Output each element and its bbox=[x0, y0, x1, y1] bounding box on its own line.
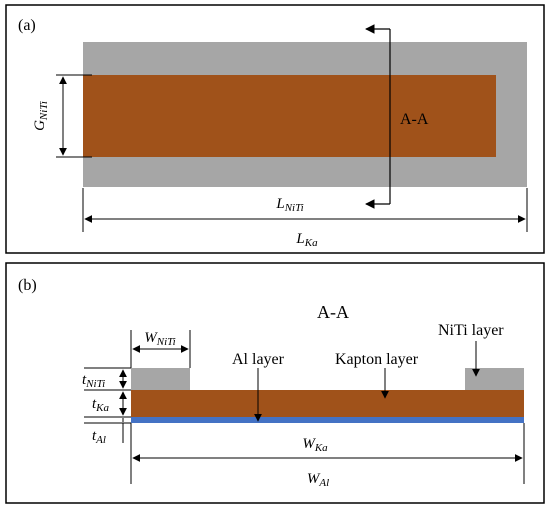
w-nit-label: WNiTi bbox=[144, 330, 175, 348]
panel-b-frame bbox=[5, 262, 545, 504]
panel-b: (b) A-A WNiTi tNiTi tKa tAl Al layer Kap… bbox=[0, 258, 550, 507]
kapton-layer bbox=[131, 390, 524, 417]
panel-b-title: A-A bbox=[317, 302, 349, 322]
niti-layer-label: NiTi layer bbox=[438, 322, 504, 339]
g-nit-label: GNiTi bbox=[32, 101, 50, 131]
panel-a: (a) GNiTi A-A LNiTi LKa bbox=[5, 4, 545, 254]
kapton-strip bbox=[83, 75, 496, 157]
t-ka-label: tKa bbox=[92, 396, 110, 414]
l-nit-label: LNiTi bbox=[275, 196, 303, 214]
l-ka-label: LKa bbox=[295, 231, 318, 249]
panel-b-tag: (b) bbox=[18, 277, 37, 294]
w-ka-label: WKa bbox=[302, 436, 328, 454]
kapton-layer-label: Kapton layer bbox=[335, 351, 419, 368]
panel-a-frame bbox=[5, 4, 545, 254]
t-al-label: tAl bbox=[92, 428, 106, 446]
section-label: A-A bbox=[400, 111, 429, 128]
panel-b-diagram: (b) A-A WNiTi tNiTi tKa tAl Al layer Kap… bbox=[5, 262, 545, 504]
w-al-label: WAl bbox=[307, 471, 329, 489]
al-layer bbox=[131, 417, 524, 423]
panel-a-tag: (a) bbox=[18, 17, 36, 34]
al-layer-label: Al layer bbox=[232, 351, 285, 368]
niti-layer-left bbox=[131, 368, 190, 390]
niti-layer-right bbox=[465, 368, 524, 390]
t-nit-label: tNiTi bbox=[82, 372, 105, 390]
panel-a-diagram: (a) GNiTi A-A LNiTi LKa bbox=[5, 4, 545, 254]
